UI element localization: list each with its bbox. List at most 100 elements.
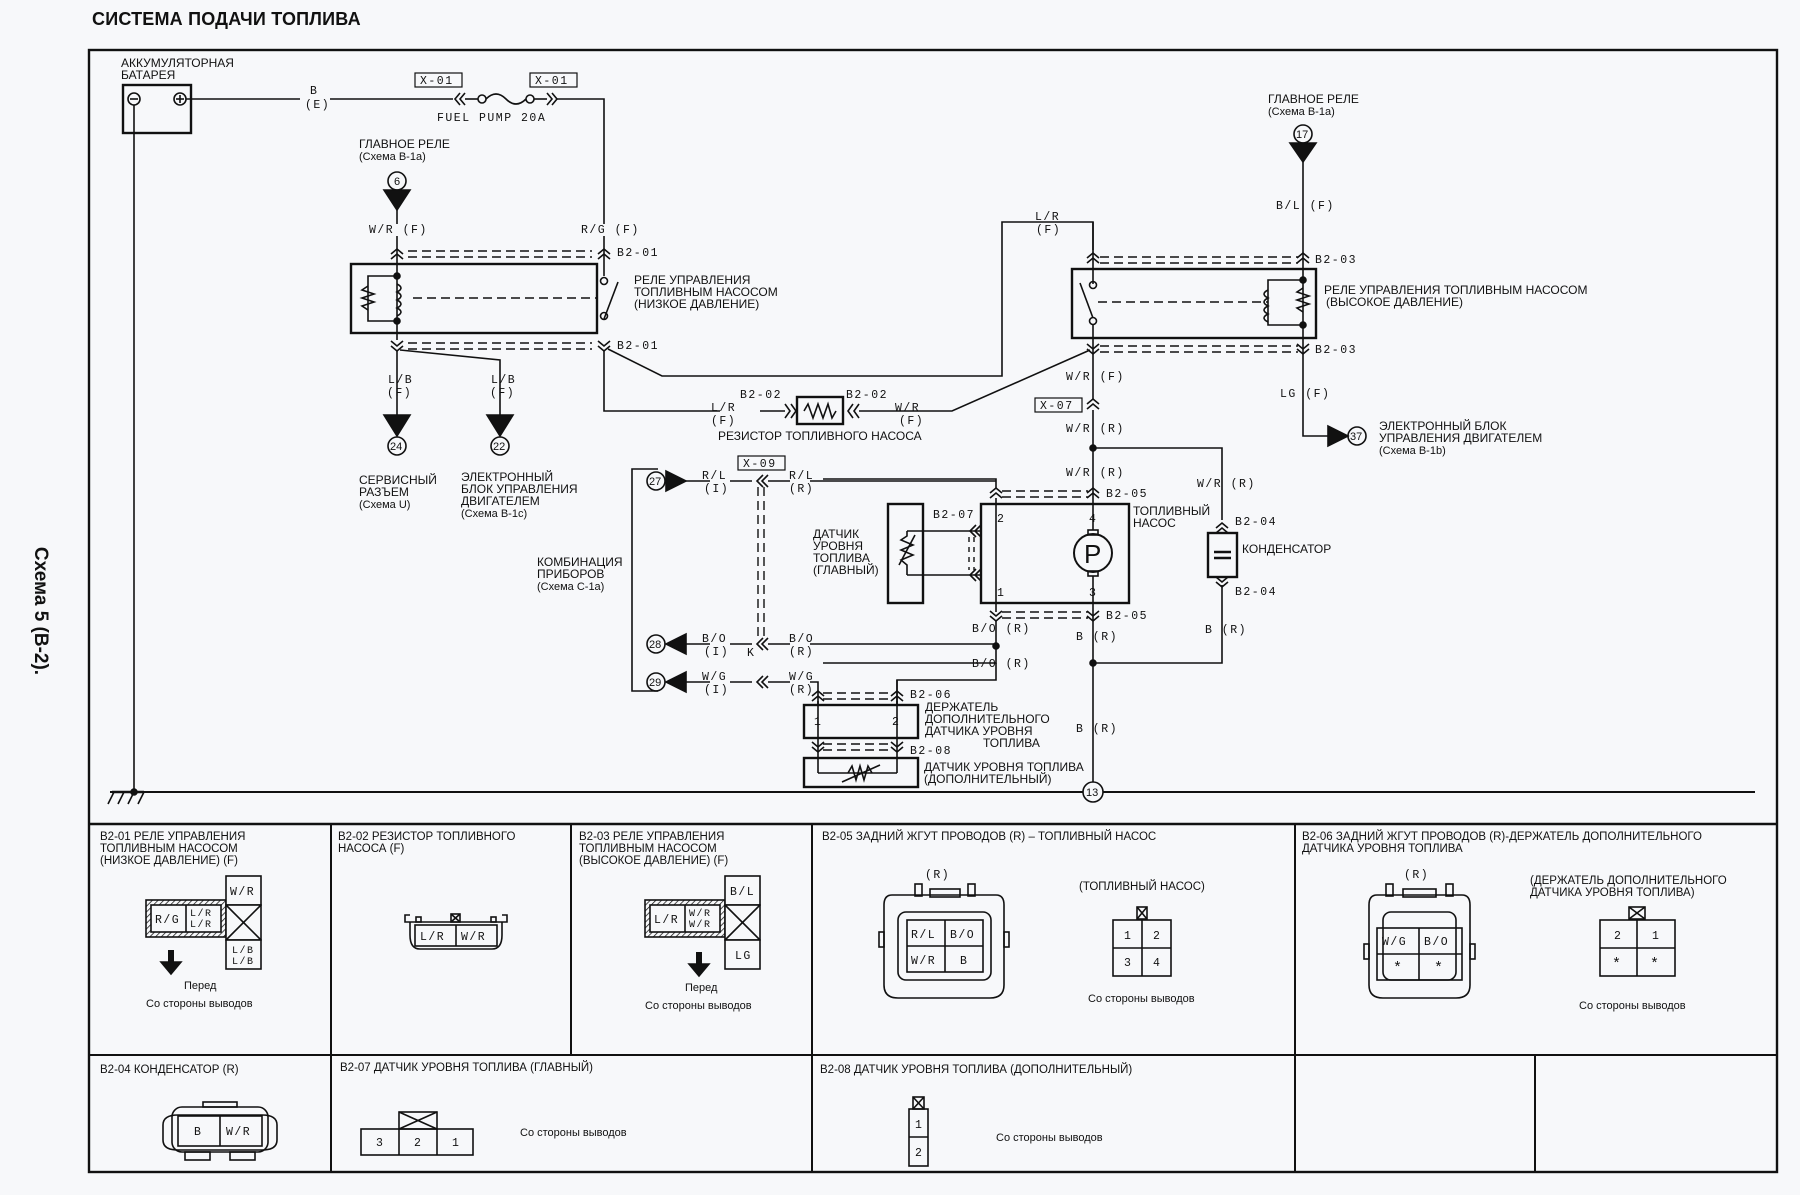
wire-bo-i-harness: (I) — [704, 646, 729, 659]
wire-wr-r-cond: W/R (R) — [1197, 478, 1256, 491]
wire-wr-r-2: W/R (R) — [1066, 467, 1125, 480]
sub-holder-pin2: 2 — [892, 716, 900, 729]
level-sensor-main-line2: УРОВНЯ — [813, 539, 863, 553]
b2-05-title: B2-05 ЗАДНИЙ ЖГУТ ПРОВОДОВ (R) – ТОПЛИВН… — [822, 830, 1156, 843]
b2-06-pin-wg: W/G — [1382, 936, 1407, 949]
relay-low-label-line1: РЕЛЕ УПРАВЛЕНИЯ — [634, 273, 750, 287]
b2-05-harness: (R) — [925, 869, 950, 882]
b2-01-pin-lr-a: L/R — [190, 908, 213, 920]
fuel-pump-box — [979, 502, 1131, 605]
b2-01-side: Со стороны выводов — [146, 998, 253, 1010]
diagram-frame — [87, 48, 1779, 1174]
wire-lb-1: L/B — [388, 374, 413, 387]
wire-wr-r-1: W/R (R) — [1066, 423, 1125, 436]
pump-motor-symbol — [1073, 533, 1113, 573]
fuse-name: FUEL PUMP 20A — [437, 112, 546, 125]
wire-wg-r-harness: (R) — [789, 684, 814, 697]
b2-01-title-line1: B2-01 РЕЛЕ УПРАВЛЕНИЯ — [100, 831, 245, 843]
b2-06-holder-pin-star-b: * — [1650, 956, 1661, 973]
terminal-24: 24 — [390, 441, 402, 453]
b2-01-pin-rg: R/G — [155, 914, 180, 927]
pump-pin-2: 2 — [997, 513, 1005, 526]
b2-03-title-line3: (ВЫСОКОЕ ДАВЛЕНИЕ) (F) — [579, 855, 728, 867]
battery-label-line2: БАТАРЕЯ — [121, 68, 175, 82]
b2-07-pin-3: 3 — [376, 1137, 384, 1150]
b2-06-side: Со стороны выводов — [1579, 1000, 1686, 1012]
wire-b-r-cond: B (R) — [1205, 624, 1247, 637]
b2-08-side: Со стороны выводов — [996, 1132, 1103, 1144]
b2-08-pin-1: 1 — [915, 1119, 923, 1132]
b2-03-front: Перед — [685, 982, 718, 994]
b2-08-title: B2-08 ДАТЧИК УРОВНЯ ТОПЛИВА (ДОПОЛНИТЕЛЬ… — [820, 1063, 1132, 1076]
wire-rl-i: R/L — [702, 470, 727, 483]
instrument-cluster-line1: КОМБИНАЦИЯ — [537, 555, 623, 569]
sub-holder-line4: ТОПЛИВА — [983, 736, 1040, 750]
b2-02-pin-lr: L/R — [420, 931, 445, 944]
relay-low-pressure-box — [349, 262, 599, 335]
b2-07-title: B2-07 ДАТЧИК УРОВНЯ ТОПЛИВА (ГЛАВНЫЙ) — [340, 1061, 593, 1074]
sub-holder-line3: ДАТЧИКА УРОВНЯ — [925, 724, 1033, 738]
b2-03-title-line2: ТОПЛИВНЫМ НАСОСОМ — [579, 843, 717, 855]
wire-bo-i: B/O — [702, 633, 727, 646]
wire-lb-1-harness: (F) — [387, 387, 412, 400]
ecu-left-line4: (Схема B-1c) — [461, 508, 527, 520]
sub-holder-pin1: 1 — [814, 716, 822, 729]
pump-pin-4: 4 — [1089, 513, 1097, 526]
wire-wg-i: W/G — [702, 671, 727, 684]
fuse-symbol — [453, 92, 559, 106]
sub-sensor-connector: B2-08 — [910, 745, 952, 758]
main-relay-right-line2: (Схема B-1a) — [1268, 106, 1335, 118]
ecu-right-line2: УПРАВЛЕНИЯ ДВИГАТЕЛЕМ — [1379, 431, 1542, 445]
wire-bo-r-1: B/O (R) — [972, 623, 1031, 636]
relay-low-label-line3: (НИЗКОЕ ДАВЛЕНИЕ) — [634, 297, 759, 311]
b2-05-pump-pin-2: 2 — [1153, 930, 1161, 943]
battery-symbol — [121, 83, 193, 135]
wire-wr-f-high: W/R (F) — [1066, 371, 1125, 384]
b2-01-pin-lb-b: L/B — [232, 956, 255, 968]
pump-connector-top: B2-05 — [1106, 488, 1148, 501]
service-connector-line3: (Схема U) — [359, 499, 410, 511]
level-sensor-main-box — [886, 502, 925, 605]
wire-rl-i-harness: (I) — [704, 483, 729, 496]
b2-03-pin-lr: L/R — [654, 914, 679, 927]
service-connector-line2: РАЗЪЕМ — [359, 485, 409, 499]
b2-03-pin-lg: LG — [735, 950, 752, 963]
main-relay-left-line1: ГЛАВНОЕ РЕЛЕ — [359, 137, 450, 151]
wire-wr-resistor: W/R — [895, 402, 920, 415]
wire-lr-resistor: L/R — [711, 402, 736, 415]
b2-06-pin-bo: B/O — [1424, 936, 1449, 949]
b2-06-pin-star-b: * — [1434, 960, 1445, 977]
b2-06-title-line1: B2-06 ЗАДНИЙ ЖГУТ ПРОВОДОВ (R)-ДЕРЖАТЕЛЬ… — [1302, 830, 1702, 843]
terminal-6: 6 — [394, 176, 400, 188]
x09-k-label: K — [747, 647, 755, 660]
level-sensor-main-line3: ТОПЛИВА — [813, 551, 870, 565]
b2-06-harness: (R) — [1404, 869, 1429, 882]
level-sensor-main-line4: (ГЛАВНЫЙ) — [813, 562, 879, 577]
b2-06-title-line2: ДАТЧИКА УРОВНЯ ТОПЛИВА — [1302, 843, 1463, 855]
wire-wg-r: W/G — [789, 671, 814, 684]
resistor-label: РЕЗИСТОР ТОПЛИВНОГО НАСОСА — [718, 429, 922, 443]
b2-05-side: Со стороны выводов — [1088, 993, 1195, 1005]
b2-03-side: Со стороны выводов — [645, 1000, 752, 1012]
wire-bo-r-2: B/O (R) — [972, 658, 1031, 671]
fuel-pump-label-line1: ТОПЛИВНЫЙ — [1133, 503, 1210, 518]
wire-lr-high: L/R — [1035, 211, 1060, 224]
b2-01-title-line2: ТОПЛИВНЫМ НАСОСОМ — [100, 843, 238, 855]
service-connector-line1: СЕРВИСНЫЙ — [359, 472, 437, 487]
wire-rl-r: R/L — [789, 470, 814, 483]
b2-05-pump-title: (ТОПЛИВНЫЙ НАСОС) — [1079, 880, 1205, 893]
b2-06-pin-star-a: * — [1393, 960, 1404, 977]
b2-02-title-line1: B2-02 РЕЗИСТОР ТОПЛИВНОГО — [338, 831, 515, 843]
battery-wire-color: B — [310, 85, 318, 98]
relay-high-label-line1: РЕЛЕ УПРАВЛЕНИЯ ТОПЛИВНЫМ НАСОСОМ — [1324, 283, 1587, 297]
b2-01-pin-lr-b: L/R — [190, 919, 213, 931]
wire-lb-2: L/B — [491, 374, 516, 387]
level-sensor-main-line1: ДАТЧИК — [813, 527, 859, 541]
b2-06-holder-pin-star-a: * — [1612, 956, 1623, 973]
terminal-28: 28 — [649, 639, 661, 651]
b2-03-pin-bl: B/L — [730, 886, 755, 899]
wire-lr-resistor-harness: (F) — [711, 415, 736, 428]
connector-x09: X-09 — [743, 458, 777, 471]
relay-low-label-line2: ТОПЛИВНЫМ НАСОСОМ — [634, 285, 778, 299]
